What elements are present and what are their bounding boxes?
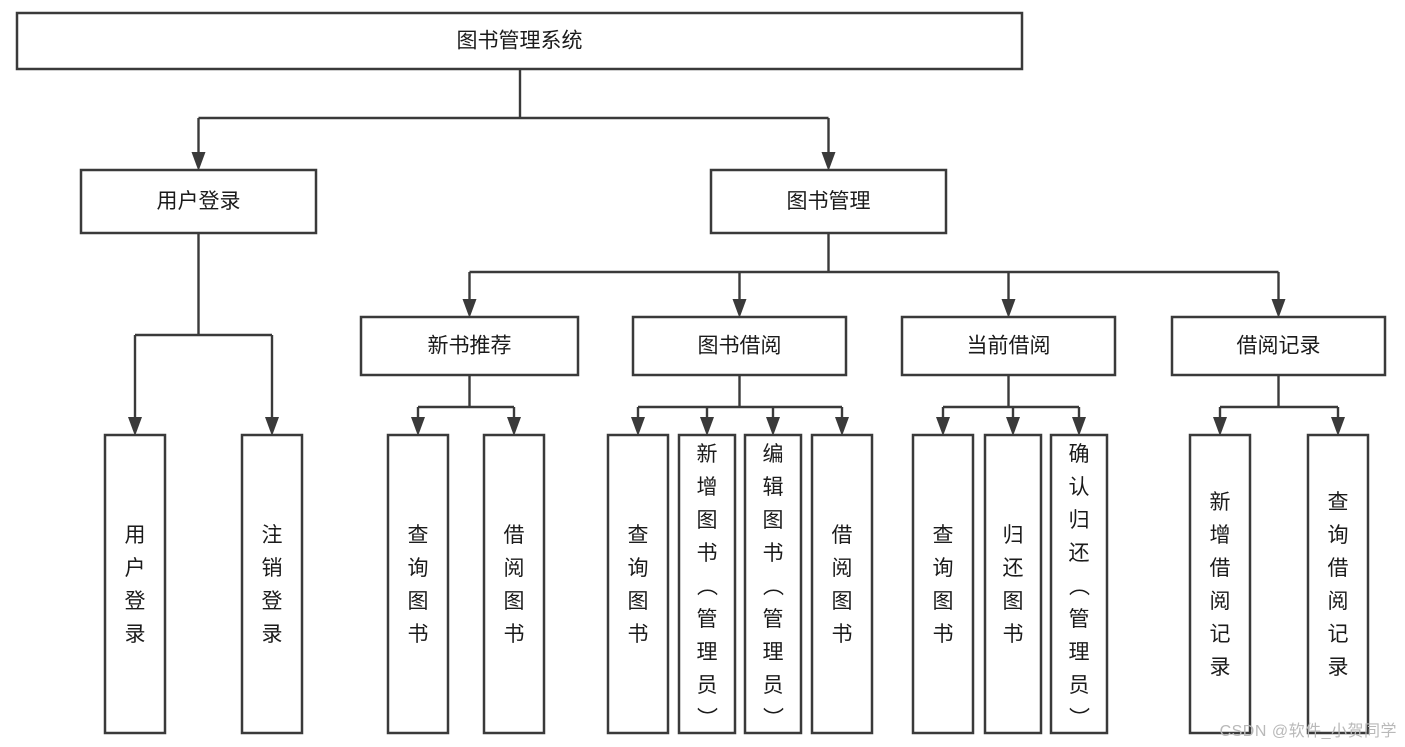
arrowhead-leaf-user-logout bbox=[265, 417, 279, 436]
node-label-new-book-recommend: 新书推荐 bbox=[428, 335, 512, 358]
node-label-leaf-borrow-edit-book: 编辑图书（管理员） bbox=[763, 443, 785, 730]
node-book-manage[interactable]: 图书管理 bbox=[709, 168, 948, 235]
arrowhead-leaf-rec-add-record bbox=[1213, 417, 1227, 436]
arrowhead-leaf-borrow-lend-book bbox=[835, 417, 849, 436]
node-leaf-borrow-add-book[interactable]: 新增图书（管理员） bbox=[677, 433, 737, 735]
arrowhead-leaf-borrow-add-book bbox=[700, 417, 714, 436]
node-box-leaf-borrow-lend-book[interactable] bbox=[810, 433, 874, 735]
arrowhead-leaf-user-login bbox=[128, 417, 142, 436]
node-box-current-borrow[interactable] bbox=[900, 315, 1117, 377]
node-leaf-borrow-lend-book[interactable]: 借阅图书 bbox=[810, 433, 874, 735]
node-leaf-rec-query-book[interactable]: 查询图书 bbox=[386, 433, 450, 735]
node-leaf-borrow-query-book[interactable]: 查询图书 bbox=[606, 433, 670, 735]
node-borrow-record[interactable]: 借阅记录 bbox=[1170, 315, 1387, 377]
node-leaf-user-logout[interactable]: 注销登录 bbox=[240, 433, 304, 735]
arrowhead-leaf-rec-query-record bbox=[1331, 417, 1345, 436]
node-leaf-user-login[interactable]: 用户登录 bbox=[103, 433, 167, 735]
node-box-leaf-rec-borrow-book[interactable] bbox=[482, 433, 546, 735]
arrowhead-leaf-cur-confirm-return bbox=[1072, 417, 1086, 436]
arrowhead-user-login bbox=[191, 152, 206, 171]
node-box-leaf-borrow-add-book[interactable] bbox=[677, 433, 737, 735]
node-box-borrow-record[interactable] bbox=[1170, 315, 1387, 377]
node-box-leaf-cur-query-book[interactable] bbox=[911, 433, 975, 735]
node-label-leaf-user-login: 用户登录 bbox=[125, 524, 146, 646]
node-user-login[interactable]: 用户登录 bbox=[79, 168, 318, 235]
arrowhead-leaf-cur-query-book bbox=[936, 417, 950, 436]
node-label-book-manage: 图书管理 bbox=[787, 190, 871, 213]
node-label-leaf-cur-return-book: 归还图书 bbox=[1003, 524, 1024, 646]
node-box-leaf-borrow-edit-book[interactable] bbox=[743, 433, 803, 735]
arrowhead-leaf-rec-borrow-book bbox=[507, 417, 521, 436]
node-book-borrow[interactable]: 图书借阅 bbox=[631, 315, 848, 377]
arrowhead-leaf-rec-query-book bbox=[411, 417, 425, 436]
node-root[interactable]: 图书管理系统 bbox=[15, 11, 1024, 71]
node-label-book-borrow: 图书借阅 bbox=[698, 335, 782, 358]
csdn-watermark: CSDN @软件_小贺同学 bbox=[1219, 723, 1397, 740]
node-new-book-recommend[interactable]: 新书推荐 bbox=[359, 315, 580, 377]
node-label-user-login: 用户登录 bbox=[157, 190, 241, 213]
node-box-leaf-user-logout[interactable] bbox=[240, 433, 304, 735]
node-leaf-rec-add-record[interactable]: 新增借阅记录 bbox=[1188, 433, 1252, 735]
arrowhead-leaf-cur-return-book bbox=[1006, 417, 1020, 436]
node-leaf-cur-return-book[interactable]: 归还图书 bbox=[983, 433, 1043, 735]
node-box-leaf-cur-return-book[interactable] bbox=[983, 433, 1043, 735]
node-label-leaf-borrow-lend-book: 借阅图书 bbox=[832, 524, 853, 646]
node-box-leaf-rec-add-record[interactable] bbox=[1188, 433, 1252, 735]
arrowhead-new-book-recommend bbox=[462, 299, 477, 318]
node-label-leaf-rec-query-record: 查询借阅记录 bbox=[1328, 491, 1349, 679]
node-leaf-borrow-edit-book[interactable]: 编辑图书（管理员） bbox=[743, 433, 803, 735]
node-label-leaf-rec-add-record: 新增借阅记录 bbox=[1210, 491, 1231, 679]
node-box-leaf-borrow-query-book[interactable] bbox=[606, 433, 670, 735]
node-leaf-rec-query-record[interactable]: 查询借阅记录 bbox=[1306, 433, 1370, 735]
node-current-borrow[interactable]: 当前借阅 bbox=[900, 315, 1117, 377]
node-label-leaf-cur-query-book: 查询图书 bbox=[933, 524, 954, 646]
node-box-leaf-user-login[interactable] bbox=[103, 433, 167, 735]
arrowhead-current-borrow bbox=[1001, 299, 1016, 318]
node-leaf-cur-confirm-return[interactable]: 确认归还（管理员） bbox=[1049, 433, 1109, 735]
node-layer: 图书管理系统用户登录图书管理新书推荐图书借阅当前借阅借阅记录用户登录注销登录查询… bbox=[15, 11, 1387, 735]
node-box-leaf-cur-confirm-return[interactable] bbox=[1049, 433, 1109, 735]
node-box-book-borrow[interactable] bbox=[631, 315, 848, 377]
node-label-leaf-borrow-query-book: 查询图书 bbox=[628, 524, 649, 646]
node-label-leaf-user-logout: 注销登录 bbox=[262, 524, 283, 646]
node-label-leaf-borrow-add-book: 新增图书（管理员） bbox=[697, 443, 719, 730]
arrowhead-book-manage bbox=[821, 152, 836, 171]
node-label-current-borrow: 当前借阅 bbox=[967, 335, 1051, 358]
node-box-leaf-rec-query-record[interactable] bbox=[1306, 433, 1370, 735]
node-label-leaf-rec-borrow-book: 借阅图书 bbox=[504, 524, 525, 646]
arrowhead-leaf-borrow-edit-book bbox=[766, 417, 780, 436]
node-leaf-cur-query-book[interactable]: 查询图书 bbox=[911, 433, 975, 735]
arrowhead-borrow-record bbox=[1271, 299, 1286, 318]
node-label-borrow-record: 借阅记录 bbox=[1237, 335, 1321, 358]
node-label-leaf-cur-confirm-return: 确认归还（管理员） bbox=[1069, 443, 1091, 730]
node-box-new-book-recommend[interactable] bbox=[359, 315, 580, 377]
node-box-book-manage[interactable] bbox=[709, 168, 948, 235]
node-box-leaf-rec-query-book[interactable] bbox=[386, 433, 450, 735]
node-label-leaf-rec-query-book: 查询图书 bbox=[408, 524, 429, 646]
node-box-user-login[interactable] bbox=[79, 168, 318, 235]
arrowhead-book-borrow bbox=[732, 299, 747, 318]
arrowhead-leaf-borrow-query-book bbox=[631, 417, 645, 436]
node-box-root[interactable] bbox=[15, 11, 1024, 71]
connector-layer bbox=[128, 69, 1345, 436]
node-label-root: 图书管理系统 bbox=[457, 30, 583, 53]
node-leaf-rec-borrow-book[interactable]: 借阅图书 bbox=[482, 433, 546, 735]
